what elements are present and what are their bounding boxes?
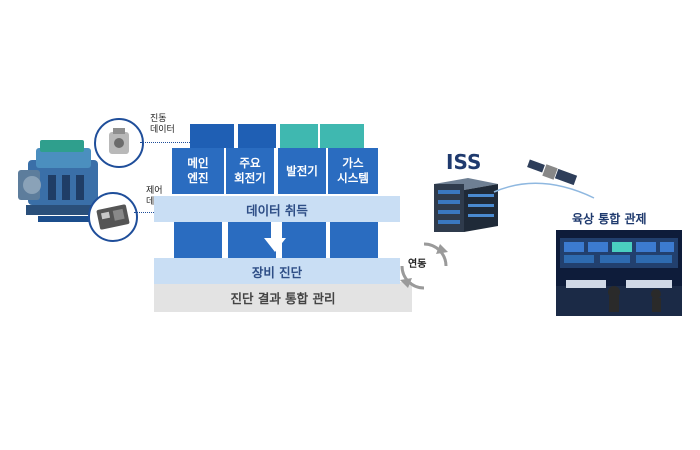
generator-label: 발전기 (286, 163, 318, 178)
vibration-connector (140, 142, 190, 143)
link-arrow-icon (396, 238, 452, 294)
lower-block-1 (174, 222, 222, 258)
main-engine-block: 메인 엔진 (172, 148, 224, 194)
satellite-link-curve (490, 176, 600, 206)
equipment-diagnosis-band: 장비 진단 (154, 258, 400, 284)
data-acquisition-band: 데이터 취득 (154, 196, 400, 222)
control-board-icon (88, 192, 138, 242)
control-room-image (556, 230, 682, 316)
integrated-management-band: 진단 결과 통합 관리 (154, 282, 412, 312)
rotating-machine-block: 주요 회전기 (226, 148, 274, 194)
down-arrow-icon (264, 222, 286, 252)
vibration-sensor-icon (94, 118, 144, 168)
generator-block: 발전기 (278, 148, 326, 194)
equipment-diagnosis-label: 장비 진단 (251, 264, 303, 280)
iss-title: ISS (446, 150, 482, 174)
satellite-icon (526, 156, 578, 190)
ship-engine-image (18, 130, 110, 225)
top-tile-1 (190, 124, 234, 148)
top-tile-2 (238, 124, 276, 148)
lower-block-3 (282, 222, 326, 258)
top-tile-3 (280, 124, 318, 148)
shore-control-title: 육상 통합 관제 (572, 212, 647, 226)
data-acquisition-label: 데이터 취득 (246, 202, 308, 218)
rotating-machine-label: 주요 회전기 (234, 156, 266, 185)
link-label: 연동 (408, 259, 427, 270)
vibration-data-label: 진동 데이터 (150, 114, 175, 135)
server-icon (428, 174, 500, 236)
integrated-management-label: 진단 결과 통합 관리 (230, 290, 336, 306)
gas-system-block: 가스 시스템 (328, 148, 378, 194)
top-tile-4 (320, 124, 364, 148)
lower-block-4 (330, 222, 378, 258)
gas-system-label: 가스 시스템 (337, 156, 369, 185)
main-engine-label: 메인 엔진 (187, 156, 209, 185)
